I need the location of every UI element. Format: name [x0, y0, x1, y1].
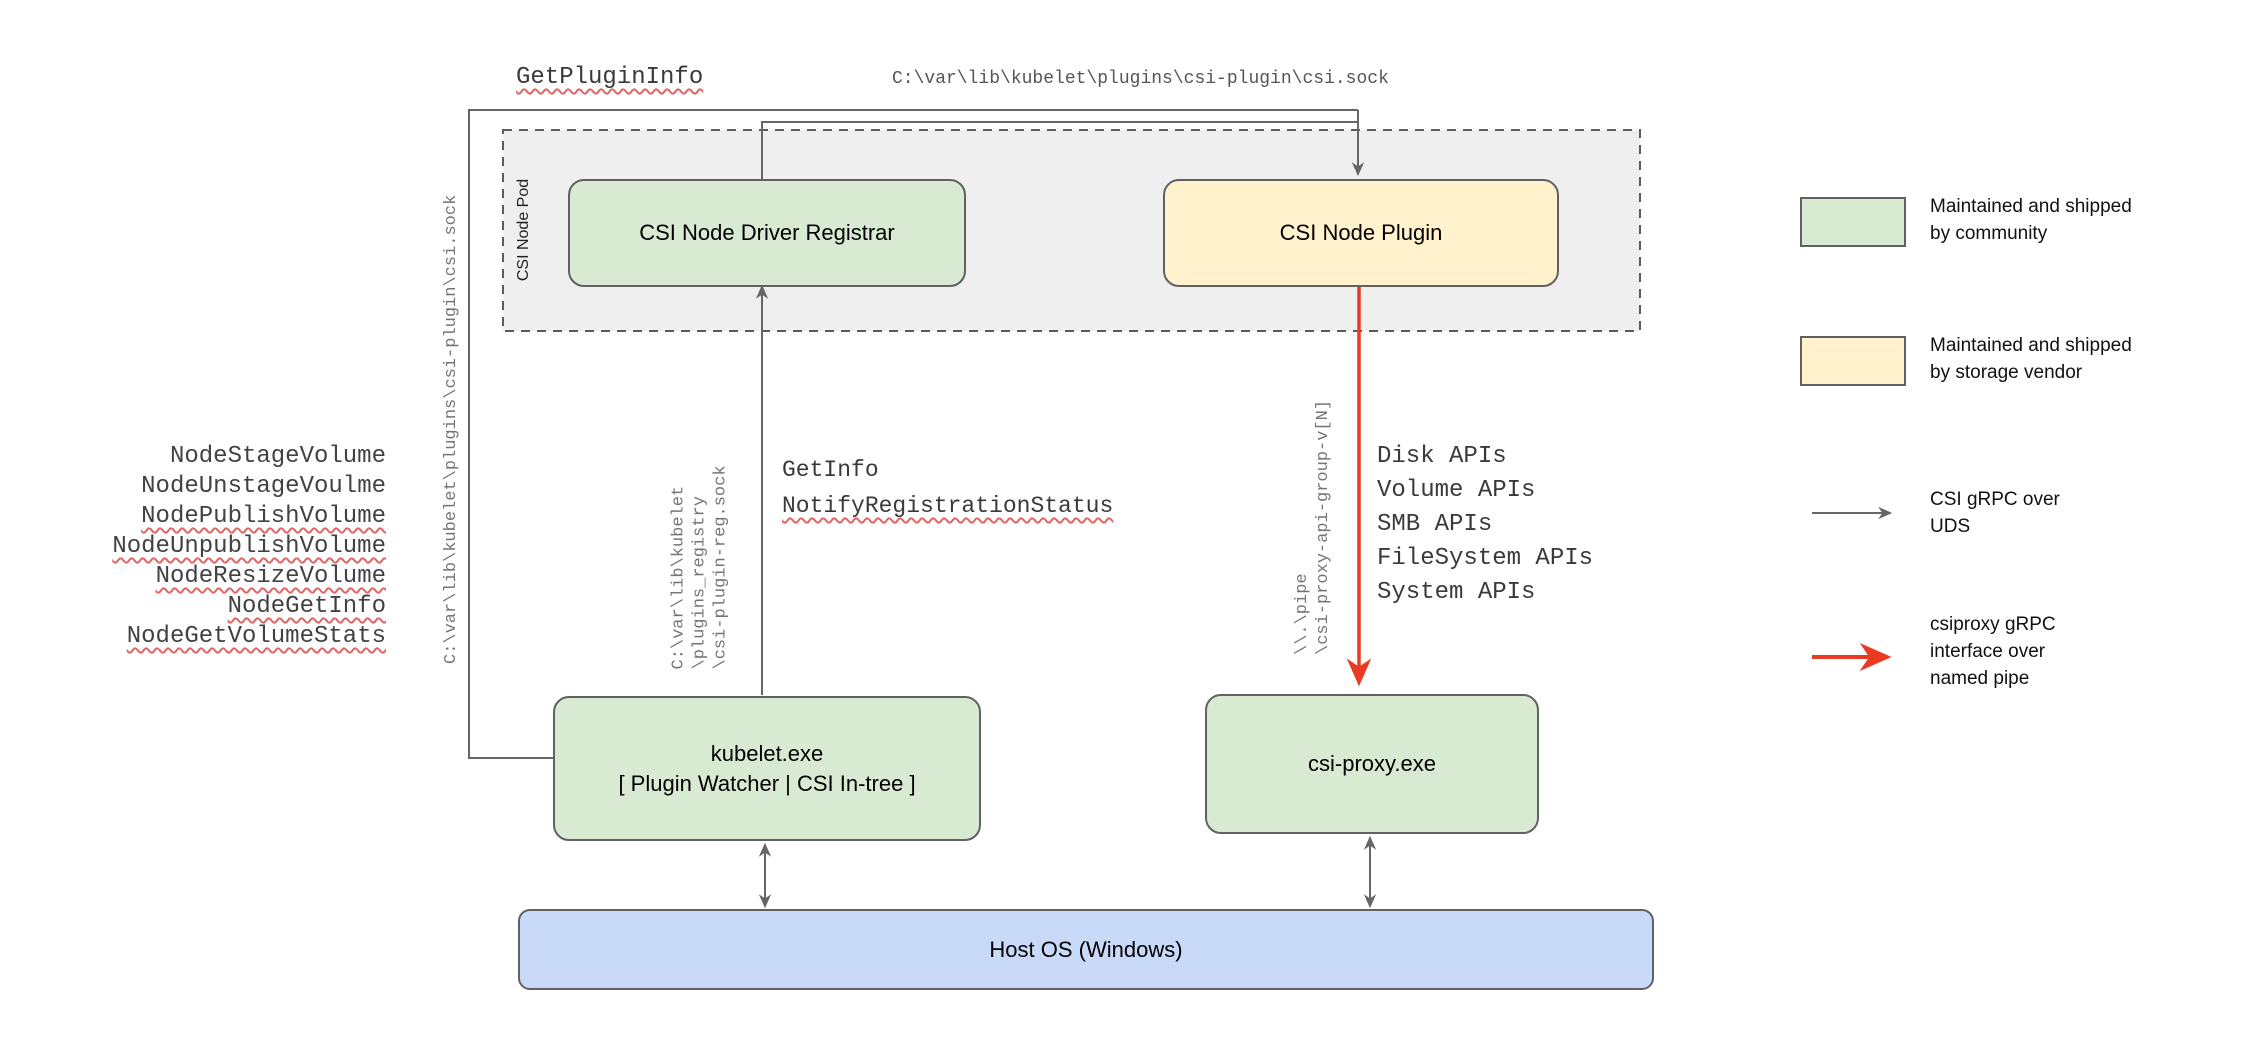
kubelet-to-plugin-uds-path	[468, 109, 1358, 759]
proxy-api-item: SMB APIs	[1377, 511, 1493, 538]
node-api-item: NodeResizeVolume	[155, 563, 386, 590]
node-api-item: NodeUnpublishVolume	[112, 533, 386, 560]
registrar-label: CSI Node Driver Registrar	[639, 220, 895, 245]
csi-proxy-box: csi-proxy.exe	[1205, 694, 1539, 834]
csi-proxy-label: csi-proxy.exe	[1308, 751, 1436, 776]
named-pipe-line: \csi-proxy-api-group-v[N]	[1314, 399, 1333, 655]
csi-sock-path-label: C:\var\lib\kubelet\plugins\csi-plugin\cs…	[892, 69, 1389, 89]
proxy-api-list: Disk APIs Volume APIs SMB APIs FileSyste…	[1377, 440, 1593, 610]
registrar-to-plugin-uds-path	[761, 121, 1358, 179]
plugin-label: CSI Node Plugin	[1279, 220, 1443, 245]
legend-vendor-text: Maintained and shipped by storage vendor	[1930, 335, 2132, 383]
csi-node-plugin-box: CSI Node Plugin	[1163, 179, 1559, 287]
legend-community-swatch	[1800, 197, 1906, 247]
notify-registration-status-label: NotifyRegistrationStatus	[782, 493, 1114, 519]
registry-sock-line: \plugins_registry	[690, 496, 710, 670]
csi-node-driver-registrar-box: CSI Node Driver Registrar	[568, 179, 966, 287]
registry-sock-line: \csi-plugin-reg.sock	[711, 465, 731, 670]
node-api-item: NodeStageVolume	[169, 443, 386, 470]
host-os-box: Host OS (Windows)	[518, 909, 1654, 990]
kubelet-label-line1: kubelet.exe	[710, 740, 824, 766]
proxy-api-item: Volume APIs	[1377, 477, 1536, 504]
node-api-list: NodeStageVolume NodeUnstageVoulme NodePu…	[110, 442, 386, 652]
get-plugin-info-label: GetPluginInfo	[516, 64, 704, 91]
registry-sock-line: C:\var\lib\kubelet	[669, 485, 689, 670]
legend-community-text: Maintained and shipped by community	[1930, 196, 2132, 244]
proxy-api-item: System APIs	[1377, 579, 1536, 606]
node-api-item: NodeGetInfo	[227, 593, 386, 620]
proxy-api-item: Disk APIs	[1377, 443, 1507, 470]
node-api-item: NodeUnstageVoulme	[141, 473, 386, 500]
node-api-item: NodeGetVolumeStats	[126, 623, 386, 650]
legend-csiproxy-grpc-text: csiproxy gRPC interface over named pipe	[1930, 614, 2056, 689]
csi-node-pod-label: CSI Node Pod	[515, 178, 532, 282]
kubelet-box: kubelet.exe [ Plugin Watcher | CSI In-tr…	[553, 696, 981, 841]
legend-csi-grpc-uds-text: CSI gRPC over UDS	[1930, 489, 2060, 537]
registry-sock-label: C:\var\lib\kubelet \plugins_registry \cs…	[669, 440, 732, 670]
named-pipe-line: \\.\pipe	[1293, 573, 1312, 655]
host-os-label: Host OS (Windows)	[989, 936, 1183, 962]
legend-vendor-swatch	[1800, 336, 1906, 386]
registration-calls-label: GetInfo NotifyRegistrationStatus	[782, 452, 1113, 524]
node-api-item: NodePublishVolume	[141, 503, 386, 530]
named-pipe-label: \\.\pipe \csi-proxy-api-group-v[N]	[1292, 385, 1334, 655]
proxy-api-item: FileSystem APIs	[1377, 545, 1594, 572]
get-info-label: GetInfo	[782, 457, 879, 483]
kubelet-label-line2: [ Plugin Watcher | CSI In-tree ]	[618, 770, 916, 796]
csi-sock-vertical-label: C:\var\lib\kubelet\plugins\csi-plugin\cs…	[442, 194, 461, 664]
